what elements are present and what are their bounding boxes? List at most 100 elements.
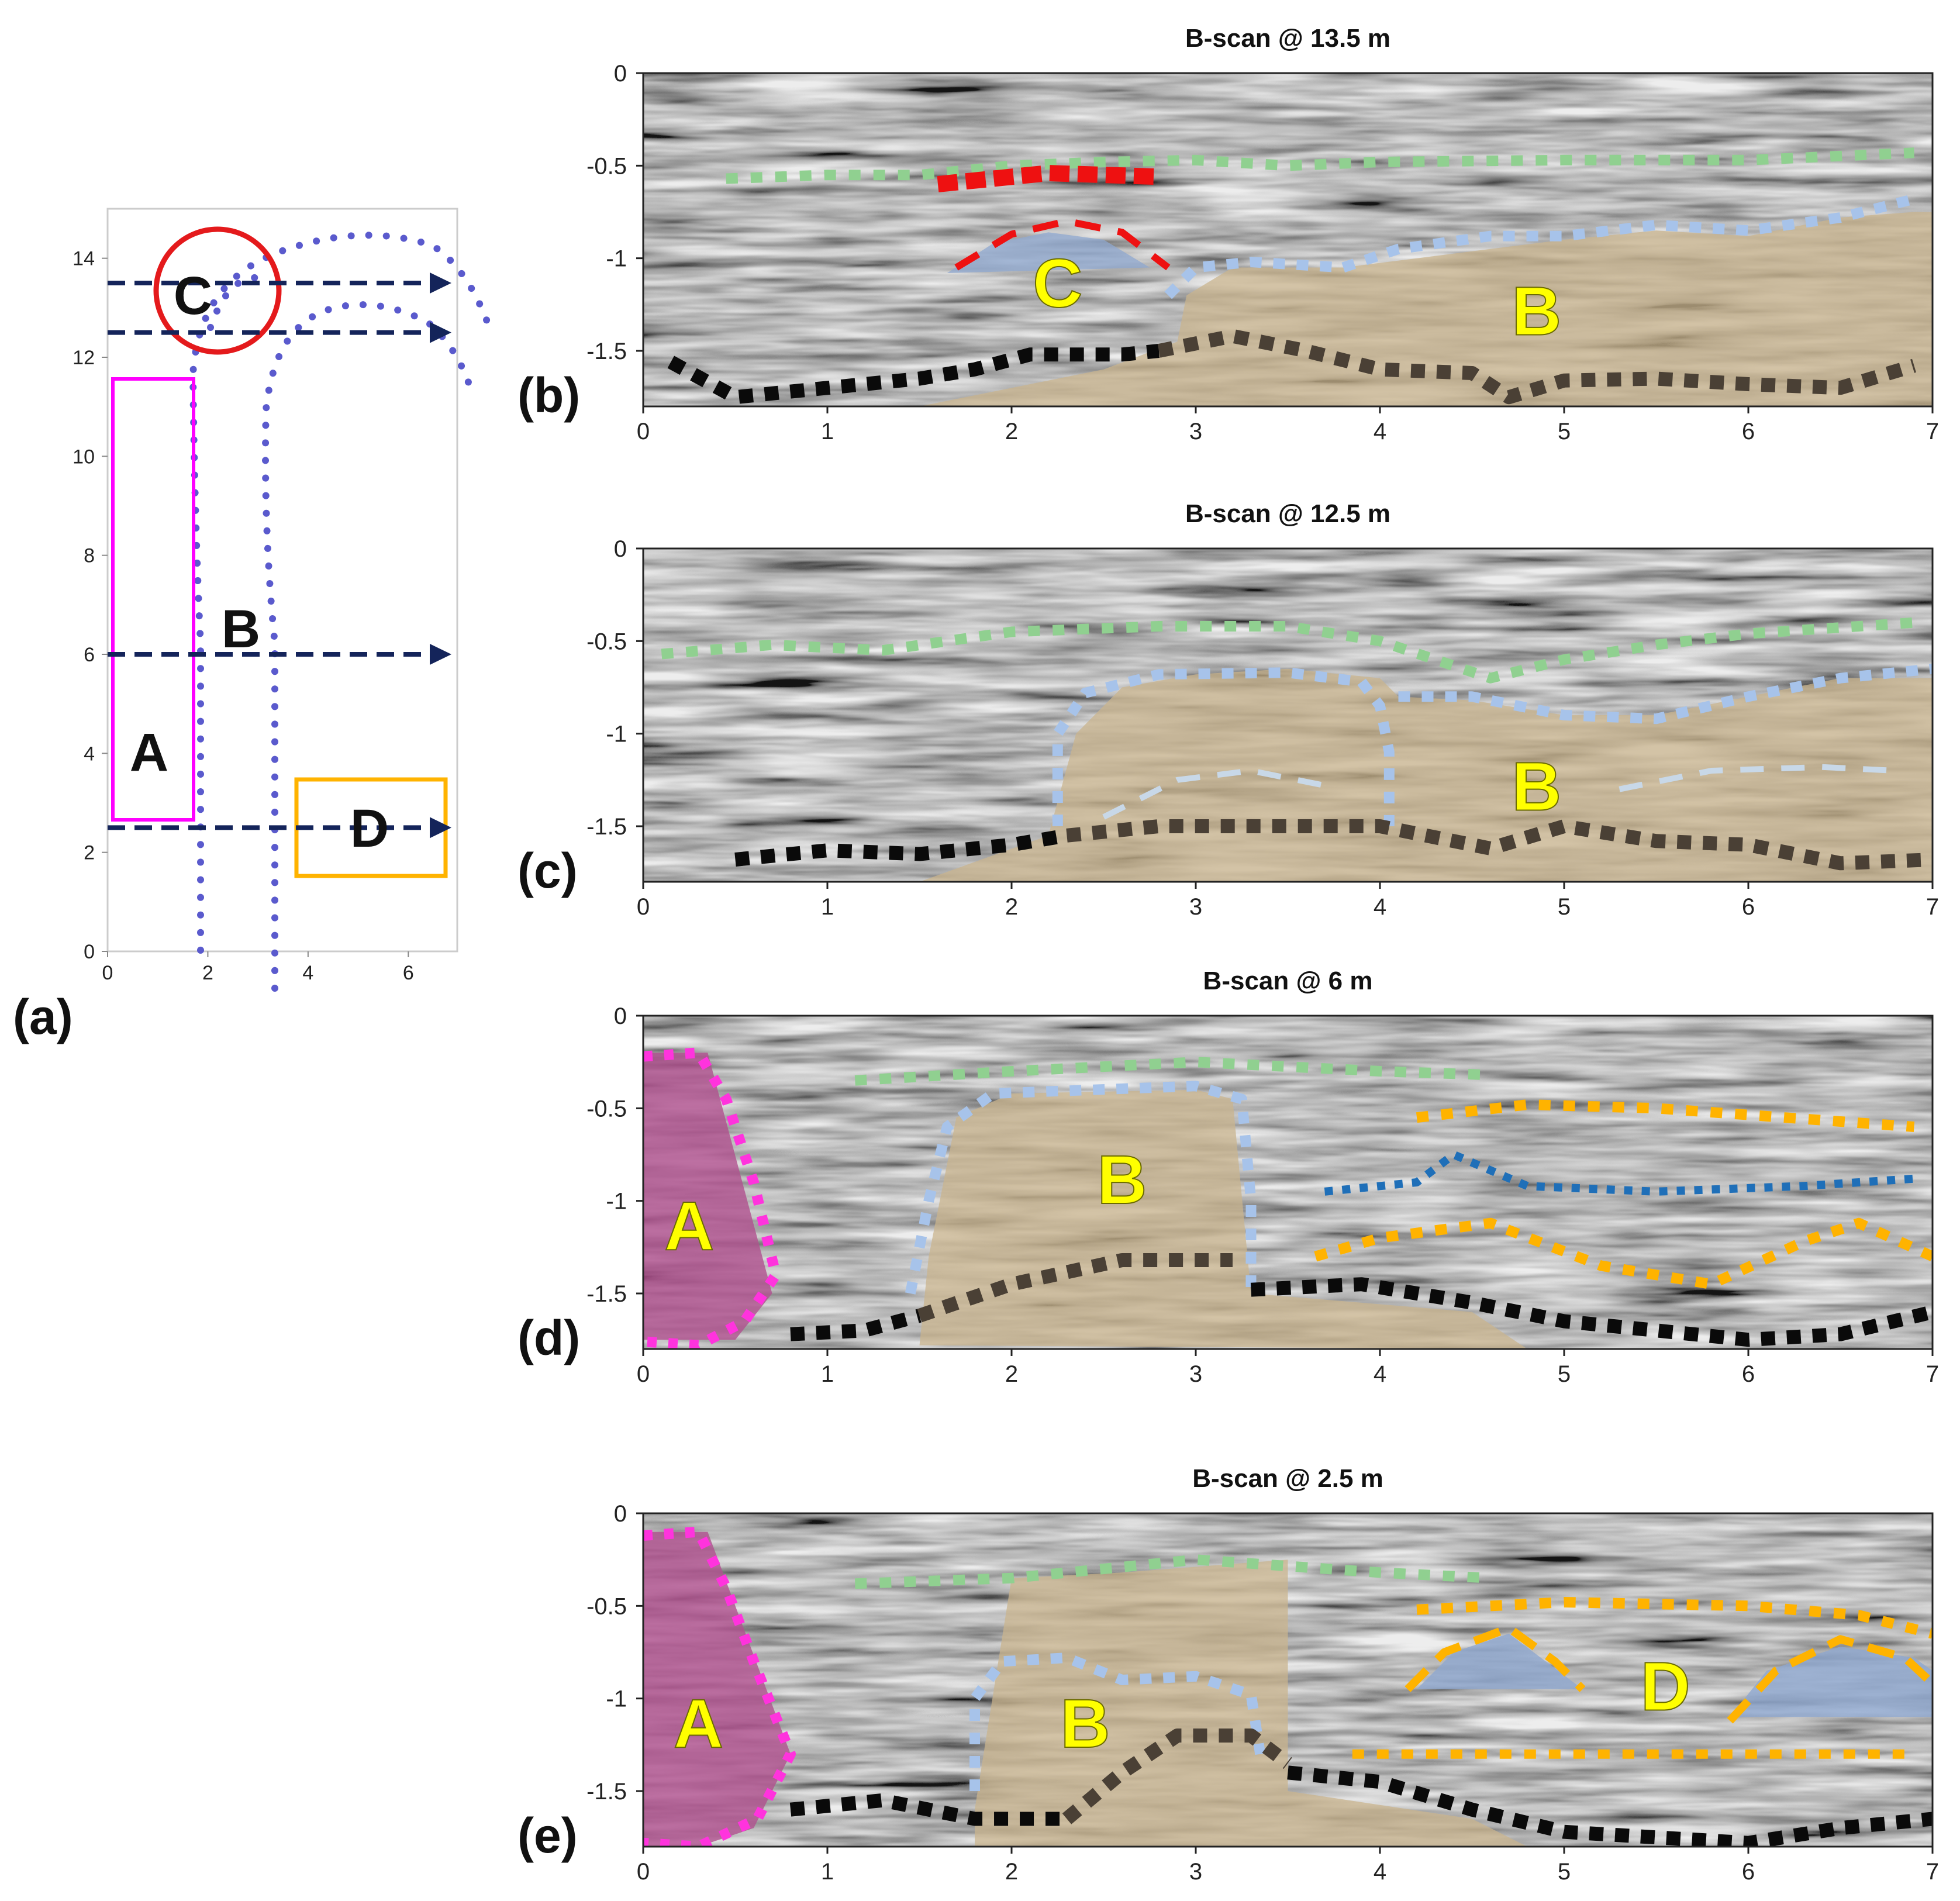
interpretation-overlay	[643, 1047, 1933, 1349]
x-tick-label: 3	[1189, 1859, 1202, 1885]
zone-marker: B	[1512, 273, 1561, 350]
scan-line-arrowhead	[430, 272, 451, 294]
x-tick-label: 3	[1189, 1361, 1202, 1387]
black-reflector-right	[1250, 1277, 1933, 1347]
black-reflector	[667, 344, 1160, 405]
dark-reflector	[1066, 819, 1933, 871]
green-reflector	[726, 147, 1914, 184]
green-reflector	[661, 617, 1915, 684]
zone-marker: A	[674, 1685, 723, 1762]
y-tick-label: -1.5	[586, 1779, 627, 1805]
dark-reflector	[917, 1253, 1233, 1323]
x-tick-label: 3	[1189, 894, 1202, 920]
x-tick-label: 4	[1374, 419, 1386, 444]
zone-d-label: D	[350, 799, 389, 858]
x-tick-label: 6	[1742, 894, 1755, 920]
scan-line-arrowhead	[430, 817, 451, 839]
dark-reflector	[1157, 329, 1916, 405]
orange-hyperbola-left	[1405, 1624, 1586, 1692]
x-tick-label: 0	[637, 894, 650, 920]
lightblue-boundary-right	[1398, 663, 1933, 724]
zone-a-fill	[643, 1531, 791, 1847]
map-y-tick-label: 0	[84, 941, 95, 963]
dark-reflector	[1062, 1729, 1292, 1824]
black-reflector	[790, 1309, 922, 1341]
panel-title: B-scan @ 13.5 m	[1185, 24, 1390, 53]
x-tick-label: 6	[1742, 1859, 1755, 1885]
zone-b-fill	[919, 212, 1933, 406]
x-tick-label: 6	[1742, 1361, 1755, 1387]
y-tick-label: 0	[614, 1003, 627, 1029]
green-reflector	[854, 1554, 1491, 1589]
x-tick-label: 0	[637, 1859, 650, 1885]
zone-b-fill	[919, 1089, 1527, 1349]
x-tick-label: 5	[1558, 894, 1571, 920]
panel-label: (c)	[517, 843, 578, 898]
orange-hyperbola-right	[1727, 1635, 1933, 1724]
y-tick-label: -1	[606, 1189, 627, 1215]
map-x-tick-label: 0	[102, 962, 113, 984]
y-tick-label: -0.5	[586, 629, 627, 654]
lightblue-boundary	[905, 1081, 1257, 1295]
x-tick-label: 1	[821, 894, 834, 920]
orange-reflector-upper	[1416, 1099, 1915, 1132]
axes-frame	[642, 1512, 1934, 1848]
black-reflector-right	[1287, 1765, 1933, 1847]
zone-marker: A	[664, 1188, 714, 1265]
y-tick-label: -1	[606, 722, 627, 747]
zone-a-outline	[111, 377, 195, 822]
x-tick-label: 1	[821, 1859, 834, 1885]
x-tick-label: 7	[1926, 894, 1939, 920]
x-tick-label: 4	[1374, 894, 1386, 920]
x-tick-label: 4	[1374, 1361, 1386, 1387]
orange-reflector-upper	[1416, 1597, 1933, 1639]
lightblue-boundary	[1164, 194, 1916, 299]
utility-path-c	[207, 274, 264, 331]
y-tick-label: -1.5	[586, 339, 627, 364]
scan-lines	[108, 272, 451, 839]
y-tick-label: 0	[614, 61, 627, 87]
map-y-tick-label: 6	[84, 644, 95, 666]
x-tick-label: 5	[1558, 419, 1571, 444]
x-tick-label: 4	[1374, 1859, 1386, 1885]
map-frame	[106, 208, 458, 953]
x-tick-label: 7	[1926, 1361, 1939, 1387]
x-tick-label: 0	[637, 419, 650, 444]
scan-line-arrowhead	[430, 322, 451, 343]
y-tick-label: 0	[614, 536, 627, 562]
map-y-tick-label: 8	[84, 545, 95, 567]
axes-frame	[642, 547, 1934, 883]
utility-path-1	[189, 232, 492, 954]
map-y-tick-label: 14	[73, 248, 95, 270]
x-tick-label: 6	[1742, 419, 1755, 444]
black-reflector	[734, 828, 1068, 867]
x-tick-label: 2	[1005, 1859, 1018, 1885]
y-tick-label: -1	[606, 1686, 627, 1712]
y-tick-label: -0.5	[586, 1096, 627, 1122]
x-tick-label: 2	[1005, 419, 1018, 444]
pale-dashed-reflector-right	[1619, 764, 1896, 792]
panel-label: (b)	[517, 368, 580, 423]
map-x-tick-label: 2	[202, 962, 213, 984]
black-reflector	[789, 1793, 1067, 1826]
interpretation-overlay	[643, 1526, 1933, 1847]
x-tick-label: 2	[1005, 894, 1018, 920]
x-tick-label: 5	[1558, 1859, 1571, 1885]
zone-a-fill	[643, 1053, 772, 1340]
scan-line-arrowhead	[430, 644, 451, 665]
zone-marker: C	[1033, 245, 1082, 322]
y-tick-label: -0.5	[586, 1593, 627, 1619]
y-tick-label: 0	[614, 1501, 627, 1527]
red-hyperbola	[954, 218, 1171, 271]
zone-c-outline	[153, 226, 282, 355]
x-tick-label: 7	[1926, 419, 1939, 444]
panel-label: (d)	[517, 1310, 580, 1365]
lightblue-boundary	[969, 1652, 1266, 1791]
zone-d-fill-left	[1417, 1633, 1583, 1689]
y-tick-label: -0.5	[586, 153, 627, 179]
